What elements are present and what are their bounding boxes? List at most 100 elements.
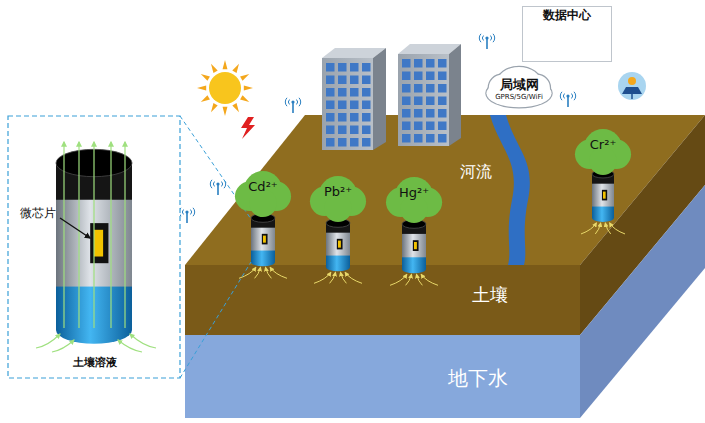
node-title: Hg²⁺ [399, 186, 429, 201]
node-title: Cr²⁺ [590, 138, 617, 153]
sun-ray [223, 60, 228, 69]
building-window [402, 97, 411, 106]
antenna-wave [182, 210, 183, 215]
building-window [402, 109, 411, 118]
sensor-probe [314, 219, 362, 284]
solution-flow [605, 223, 610, 234]
sun-disc [209, 72, 241, 104]
antenna-tip [216, 182, 219, 185]
chip-frame [413, 240, 419, 251]
building-window [326, 126, 335, 135]
antenna-tip [185, 210, 188, 213]
sun-ray [240, 74, 249, 81]
node-title: Pb²⁺ [324, 185, 352, 200]
antenna-mast [186, 212, 188, 223]
sensor-probe [390, 220, 438, 286]
sensor-bottom [402, 265, 426, 274]
building-window [414, 134, 423, 143]
solution-flow [406, 274, 412, 285]
chip [263, 236, 266, 243]
solution-flow [270, 267, 287, 278]
lightning-icon [241, 117, 255, 139]
building-window [426, 97, 435, 106]
building [322, 48, 386, 150]
building-window [438, 109, 447, 118]
antenna-wave [297, 100, 298, 105]
building-window [326, 101, 335, 110]
antenna-wave [299, 98, 301, 106]
flow-arrow [110, 142, 111, 328]
building-window [362, 63, 371, 72]
building-window [426, 59, 435, 68]
building-window [350, 126, 359, 135]
solar-icon [618, 72, 646, 100]
building-window [326, 63, 335, 72]
building-window [426, 122, 435, 131]
antenna-wave [563, 94, 564, 99]
building-window [402, 122, 411, 131]
flow-arrow [52, 340, 74, 352]
antenna-wave [193, 208, 195, 216]
region-label: 地下水 [448, 367, 508, 390]
antenna-wave [479, 34, 481, 42]
building-window [338, 101, 347, 110]
solution-flow [345, 272, 362, 283]
solution-flow [390, 274, 407, 285]
solution-flow [610, 223, 625, 234]
node-subtitle: GPRS/5G/WiFi [495, 93, 543, 101]
building-front [398, 54, 449, 146]
chip-frame [262, 234, 268, 245]
building-window [326, 113, 335, 122]
building-window [414, 72, 423, 81]
soil-block [185, 115, 705, 418]
building-window [414, 109, 423, 118]
sensor-probe [239, 214, 287, 279]
solution-flow [421, 274, 438, 285]
solution-flow [239, 267, 256, 278]
part-label: 土壤溶液 [73, 357, 117, 370]
building-window [362, 101, 371, 110]
building-window [326, 76, 335, 85]
flow-arrow [36, 334, 60, 348]
antenna-icon [210, 180, 225, 195]
sun-ray [232, 103, 239, 112]
building-window [402, 134, 411, 143]
chip-frame [337, 239, 343, 250]
antenna-wave [285, 98, 287, 106]
sun-ray [240, 95, 249, 102]
solution-flow [255, 267, 261, 278]
antenna-mast [292, 102, 294, 113]
sensor-body [326, 223, 350, 267]
antenna-icon [479, 34, 494, 49]
building-window [438, 59, 447, 68]
box-outline [523, 7, 612, 62]
solution-flow [595, 223, 600, 234]
building-window [350, 76, 359, 85]
building-window [338, 63, 347, 72]
inset [8, 116, 251, 378]
solution-flow [314, 272, 331, 283]
building-window [350, 101, 359, 110]
antenna-mast [486, 38, 488, 49]
ion-cloud: Hg²⁺ [385, 177, 443, 223]
sensor-body [251, 218, 275, 262]
antenna-wave [560, 92, 562, 100]
antenna-icon [179, 208, 194, 223]
chip [338, 241, 341, 248]
chip-frame [602, 190, 607, 201]
solar-disc [618, 72, 646, 100]
antenna-wave [213, 182, 214, 187]
building-window [426, 72, 435, 81]
antenna-wave [482, 36, 483, 41]
building-window [350, 63, 359, 72]
zoom-line [180, 262, 251, 378]
sun-ray [201, 95, 210, 102]
solution-flow [266, 267, 272, 278]
antenna-wave [574, 92, 576, 100]
building-window [438, 84, 447, 93]
building-window [338, 113, 347, 122]
solution-flow [330, 272, 336, 283]
building [398, 44, 461, 146]
river [490, 115, 530, 265]
